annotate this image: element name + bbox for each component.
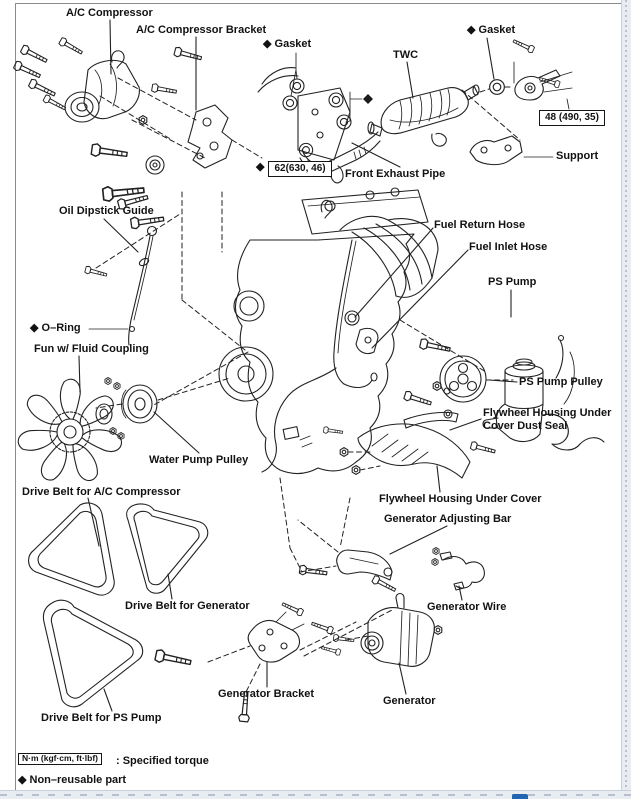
label-legend-torque-box: N·m (kgf·cm, ft·lbf) [18, 753, 103, 765]
label-fan-fluid-coupling: Fun w/ Fluid Coupling [34, 343, 149, 356]
non-reusable-diamond-icon: ◆ [256, 161, 265, 173]
label-ac-compressor: A/C Compressor [66, 7, 153, 20]
label-text: Drive Belt for A/C Compressor [22, 486, 181, 498]
twc-converter-drawing [367, 79, 521, 147]
oil-dipstick-guide-drawing [84, 191, 181, 346]
page-below-accent [512, 794, 528, 799]
leader-lines [78, 19, 518, 712]
generator-drawing [332, 592, 443, 667]
label-oil-dipstick-guide: Oil Dipstick Guide [59, 205, 154, 218]
label-twc: TWC [393, 49, 418, 62]
ac-compressor-drawing [12, 36, 263, 159]
generator-wire-drawing [431, 547, 485, 591]
label-generator-adjusting-bar: Generator Adjusting Bar [384, 513, 511, 526]
label-legend-non-reusable: ◆ Non–reusable part [18, 774, 126, 787]
label-text: TWC [393, 49, 419, 61]
label-text: PS Pump Pulley [519, 376, 603, 388]
label-text: Fun w/ Fluid Coupling [34, 343, 149, 355]
label-gasket-right: ◆ Gasket [467, 24, 515, 37]
label-ps-pump-pulley: PS Pump Pulley [519, 376, 603, 389]
label-support: Support [556, 150, 598, 163]
label-water-pump-pulley: Water Pump Pulley [149, 454, 248, 467]
label-text: Flywheel Housing Under Cover Dust Seal [483, 407, 612, 432]
label-text: Generator Bracket [218, 688, 314, 700]
torque-value-box: 48 (490, 35) [539, 110, 605, 126]
label-text: ◆ Gasket [263, 38, 312, 50]
flywheel-cover-drawing [322, 389, 497, 479]
label-gasket-left: ◆ Gasket [263, 38, 311, 51]
label-drive-belt-ac: Drive Belt for A/C Compressor [22, 486, 181, 499]
label-legend-torque-desc: : Specified torque [116, 755, 209, 768]
engine-block-drawing [151, 187, 487, 573]
label-front-exhaust-pipe: Front Exhaust Pipe [345, 168, 445, 181]
label-generator-wire: Generator Wire [427, 601, 506, 614]
label-text: Fuel Return Hose [434, 219, 526, 231]
label-text: Water Pump Pulley [149, 454, 249, 466]
scrollbar-texture [0, 794, 631, 796]
torque-value-box: 62(630, 46) [268, 161, 332, 177]
label-o-ring: ◆ O–Ring [30, 322, 81, 335]
torque-value-box: N·m (kgf·cm, ft·lbf) [18, 753, 103, 765]
label-text: Generator [383, 695, 436, 707]
label-text: Support [556, 150, 599, 162]
bottom-scrollbar[interactable] [0, 790, 631, 799]
label-text: Generator Adjusting Bar [384, 513, 512, 525]
label-flywheel-dust-seal: Flywheel Housing Under Cover Dust Seal [483, 407, 623, 432]
exhaust-hanger-support-drawing [469, 36, 573, 166]
label-fuel-inlet-hose: Fuel Inlet Hose [469, 241, 547, 254]
label-text: Front Exhaust Pipe [345, 168, 446, 180]
label-text: Generator Wire [427, 601, 507, 613]
label-text: Oil Dipstick Guide [59, 205, 154, 217]
label-text: A/C Compressor Bracket [136, 24, 267, 36]
label-text: Drive Belt for Generator [125, 600, 250, 612]
label-fuel-return-hose: Fuel Return Hose [434, 219, 525, 232]
ac-compressor-bracket-drawing [90, 104, 233, 230]
label-text: Drive Belt for PS Pump [41, 712, 162, 724]
label-text: ◆ O–Ring [30, 322, 81, 334]
label-text: Flywheel Housing Under Cover [379, 493, 542, 505]
fan-drawing [15, 377, 231, 485]
exhaust-manifold-drawing [257, 52, 381, 184]
label-text: A/C Compressor [66, 7, 153, 19]
label-generator-bracket: Generator Bracket [218, 688, 314, 701]
generator-bracket-drawing [153, 599, 393, 723]
label-generator: Generator [383, 695, 436, 708]
label-text: ◆ Non–reusable part [18, 774, 127, 786]
generator-adjusting-bar-drawing [297, 519, 398, 595]
label-drive-belt-generator: Drive Belt for Generator [125, 600, 250, 613]
label-text: ◆ Gasket [467, 24, 516, 36]
label-text: Fuel Inlet Hose [469, 241, 548, 253]
label-torque-62: ◆62(630, 46) [256, 161, 332, 177]
ps-pump-drawing [418, 334, 605, 451]
label-ac-compressor-bracket: A/C Compressor Bracket [136, 24, 266, 37]
label-text: PS Pump [488, 276, 537, 288]
label-flywheel-under-cover: Flywheel Housing Under Cover [379, 493, 542, 506]
right-scrollbar[interactable] [621, 0, 631, 799]
scrollbar-texture [625, 0, 627, 799]
label-text: : Specified torque [116, 755, 209, 767]
label-torque-48: 48 (490, 35) [539, 110, 605, 126]
label-ps-pump: PS Pump [488, 276, 536, 289]
label-drive-belt-ps: Drive Belt for PS Pump [41, 712, 161, 725]
